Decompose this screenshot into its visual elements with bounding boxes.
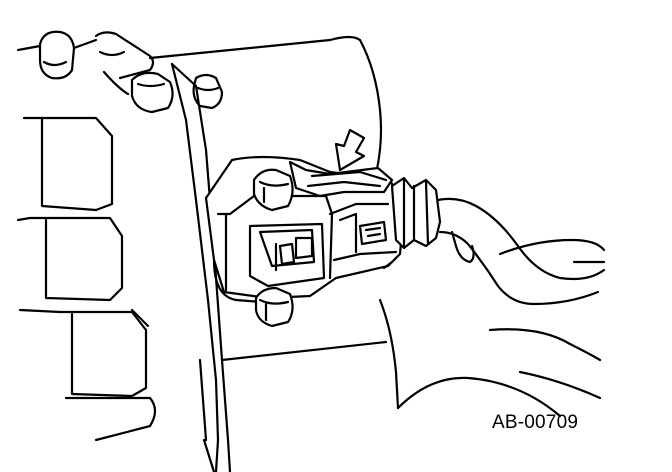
transmission-case-right <box>222 40 600 416</box>
connector-bolt-lower <box>256 288 293 326</box>
wiring-harness <box>438 199 604 304</box>
flange-bolt-upper <box>132 73 173 112</box>
flange-bolt-upper-right <box>194 75 222 108</box>
arrow-indicator-icon <box>336 130 364 170</box>
connector-bolt-upper <box>254 170 293 210</box>
connector-body <box>206 157 404 302</box>
engine-housing <box>18 32 360 440</box>
mounting-flange <box>172 64 230 472</box>
figure-reference-code: AB-00709 <box>492 412 579 433</box>
wiring-boot <box>392 178 440 248</box>
